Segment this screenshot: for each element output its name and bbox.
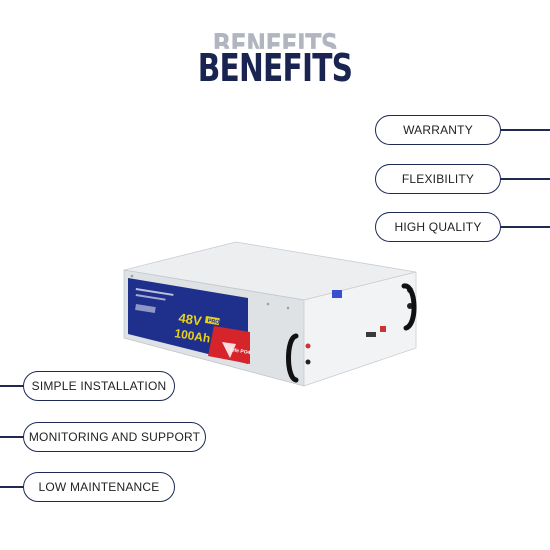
battery-label-line	[135, 293, 166, 301]
battery-display	[332, 290, 342, 298]
battery-screw	[266, 302, 270, 306]
benefit-pill-monitoring-support: MONITORING AND SUPPORT	[23, 422, 206, 452]
benefit-pill-low-maintenance: LOW MAINTENANCE	[23, 472, 175, 502]
connector-line-low-maintenance	[0, 486, 24, 488]
battery-pro-tag-text: PRO	[207, 318, 220, 326]
battery-end-face	[303, 271, 417, 387]
battery-label-line	[135, 288, 174, 296]
battery-terminal-black	[305, 359, 311, 365]
benefit-pill-simple-installation: SIMPLE INSTALLATION	[23, 371, 175, 401]
heading: BENEFITS BENEFITS	[0, 28, 550, 92]
benefit-pill-warranty: WARRANTY	[375, 115, 501, 145]
heading-ghost-text: BENEFITS	[212, 28, 339, 64]
battery-capacity-text: 100Ah	[174, 326, 212, 345]
benefit-pill-flexibility: FLEXIBILITY	[375, 164, 501, 194]
battery-label-logo-mark	[222, 342, 236, 358]
connector-line-warranty	[501, 129, 550, 131]
connector-line-flexibility	[501, 178, 550, 180]
battery-indicator	[380, 326, 386, 332]
connector-line-monitoring-support	[0, 436, 24, 438]
battery-chemistry-text: Life PO4	[230, 347, 251, 356]
benefit-pill-high-quality: HIGH QUALITY	[375, 212, 501, 242]
battery-handle-right	[401, 283, 417, 331]
battery-screw	[130, 274, 134, 278]
battery-handle-left	[286, 333, 299, 383]
connector-line-high-quality	[501, 226, 550, 228]
connector-line-simple-installation	[0, 385, 24, 387]
battery-terminal-red	[305, 343, 311, 349]
battery-label-badge	[135, 304, 156, 314]
battery-screw	[286, 306, 290, 310]
battery-port	[366, 332, 376, 337]
battery-product-image: 48V 100Ah PRO Life PO4	[123, 241, 417, 387]
battery-voltage-text: 48V	[178, 310, 204, 328]
page-title: BENEFITS	[197, 46, 353, 90]
battery-pro-tag	[204, 316, 220, 326]
